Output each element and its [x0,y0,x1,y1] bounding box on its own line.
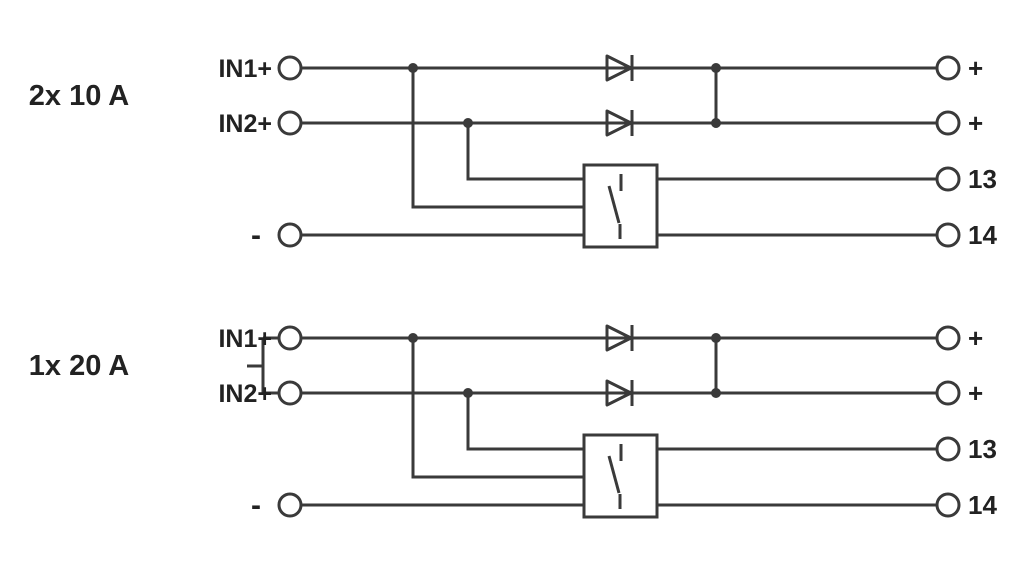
terminal-13 [935,166,961,192]
diode-icon [605,54,634,82]
terminal-14 [935,222,961,248]
wire-branch-in1-to-switch [411,68,585,209]
terminal-in1 [277,55,303,81]
junction-dot [463,388,473,398]
junction-dot [463,118,473,128]
junction-dot [408,63,418,73]
label-plus2: + [968,108,983,138]
input-jumper-bracket [247,336,279,395]
diode-icon [605,324,634,352]
label-plus1: + [968,323,983,353]
label-14: 14 [968,490,997,520]
label-minus: - [251,219,261,252]
circuit-1x20a: 1x 20 A IN1+ IN2+ - + + 13 14 [29,323,998,522]
label-plus2: + [968,378,983,408]
switch-icon [607,444,623,509]
junction-dot [711,333,721,343]
junction-dot [711,118,721,128]
rating-label: 1x 20 A [29,350,130,382]
label-14: 14 [968,220,997,250]
switch-icon [607,174,623,239]
terminal-13 [935,436,961,462]
diode-icon [605,109,634,137]
terminal-14 [935,492,961,518]
terminal-plus2 [935,110,961,136]
diode-icon [605,379,634,407]
junction-dot [408,333,418,343]
terminal-plus1 [935,55,961,81]
junction-dot [711,63,721,73]
label-in1: IN1+ [218,55,272,83]
wire-branch-in2-to-13 [466,393,937,451]
circuit-2x10a: 2x 10 A IN1+ IN2+ - + + 13 14 [29,53,998,252]
label-in1: IN1+ [218,325,272,353]
label-in2: IN2+ [218,110,272,138]
label-plus1: + [968,53,983,83]
terminal-minus [277,492,303,518]
terminal-plus2 [935,380,961,406]
terminal-plus1 [935,325,961,351]
label-13: 13 [968,164,997,194]
junction-dot [711,388,721,398]
rating-label: 2x 10 A [29,80,130,112]
wire-branch-in1-to-switch [411,338,585,479]
wire-branch-in2-to-13 [466,123,937,181]
label-13: 13 [968,434,997,464]
terminal-in1 [277,325,303,351]
terminal-in2 [277,380,303,406]
label-in2: IN2+ [218,380,272,408]
terminal-in2 [277,110,303,136]
label-minus: - [251,489,261,522]
terminal-minus [277,222,303,248]
